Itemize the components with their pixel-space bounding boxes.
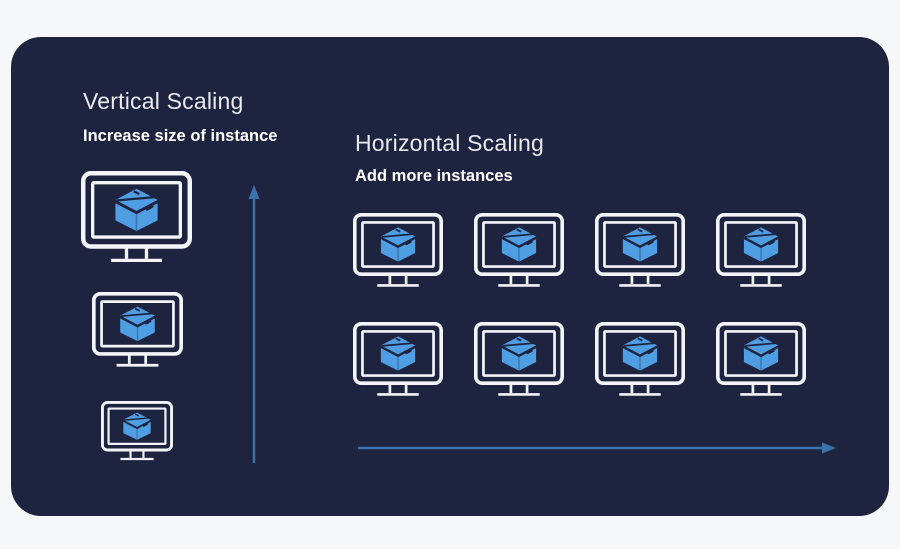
monitor-icon bbox=[353, 213, 443, 290]
horizontal-monitor-grid bbox=[353, 213, 806, 400]
monitor-icon bbox=[716, 322, 806, 399]
monitor-small bbox=[101, 401, 173, 463]
monitor-large bbox=[81, 171, 192, 267]
monitor-icon bbox=[92, 292, 183, 370]
scaling-diagram-card: Vertical Scaling Increase size of instan… bbox=[11, 37, 889, 516]
monitor-icon bbox=[101, 401, 173, 463]
monitor-icon bbox=[353, 322, 443, 399]
monitor-icon bbox=[595, 322, 685, 399]
monitor-icon bbox=[474, 213, 564, 290]
horizontal-scaling-title: Horizontal Scaling bbox=[355, 130, 544, 156]
monitor-icon bbox=[716, 213, 806, 290]
arrow-up-icon bbox=[248, 185, 260, 463]
arrow-right-icon bbox=[358, 442, 836, 454]
monitor-medium bbox=[92, 292, 183, 370]
vertical-scaling-title: Vertical Scaling bbox=[83, 88, 244, 114]
monitor-icon bbox=[474, 322, 564, 399]
vertical-scaling-subtitle: Increase size of instance bbox=[83, 127, 278, 145]
monitor-icon bbox=[81, 171, 192, 267]
monitor-icon bbox=[595, 213, 685, 290]
horizontal-scaling-subtitle: Add more instances bbox=[355, 167, 513, 185]
